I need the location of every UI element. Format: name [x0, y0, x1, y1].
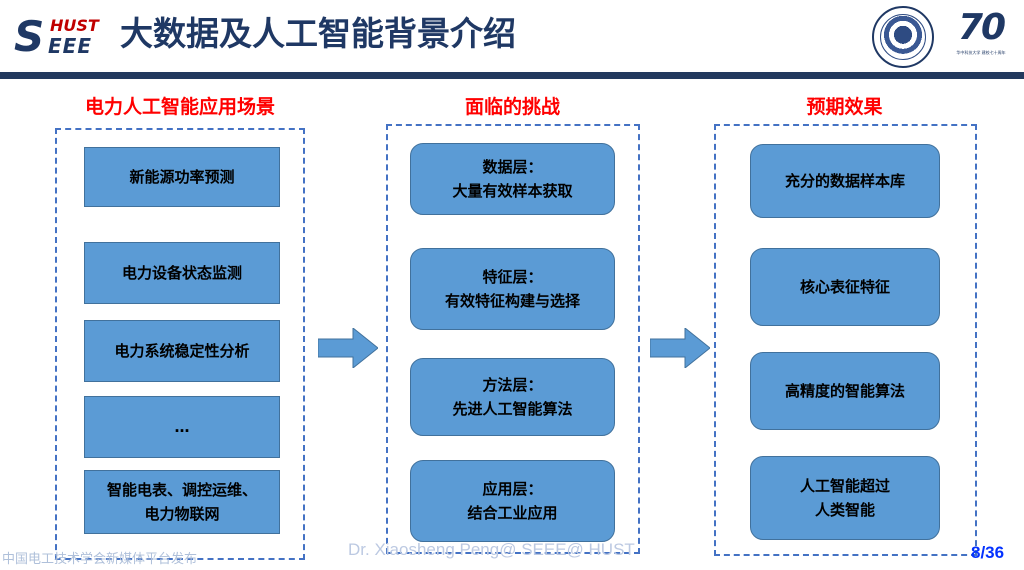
page-number: 8/36 [971, 543, 1005, 562]
box-line: 人类智能 [814, 501, 875, 519]
page-title: 大数据及人工智能背景介绍 [120, 14, 516, 53]
column-heading-scenarios: 电力人工智能应用场景 [84, 96, 275, 118]
box-line: 大量有效样本获取 [452, 182, 573, 200]
dashed-frame-challenges [386, 124, 640, 554]
logo-letter-s: S [14, 12, 44, 61]
box-line: 电力系统稳定性分析 [114, 342, 250, 360]
anniversary-number: 70 [957, 7, 1006, 48]
challenge-box[interactable]: 方法层： 先进人工智能算法 [410, 358, 615, 436]
watermark-text: 中国电工技术学会新媒体平台发布 [2, 552, 198, 567]
dashed-frame-scenarios [55, 128, 305, 560]
effect-box[interactable]: 充分的数据样本库 [750, 144, 940, 218]
challenge-box[interactable]: 应用层： 结合工业应用 [410, 460, 615, 542]
anniversary-caption: 华中科技大学 建校七十周年 [956, 50, 1006, 55]
box-line: 先进人工智能算法 [452, 400, 573, 418]
challenge-box[interactable]: 特征层： 有效特征构建与选择 [410, 248, 615, 330]
logo-eee-text: EEE [48, 34, 92, 58]
effect-box[interactable]: 人工智能超过 人类智能 [750, 456, 940, 540]
arrow-right-icon [317, 326, 379, 370]
box-line: 充分的数据样本库 [784, 172, 905, 190]
box-line: 电力设备状态监测 [121, 264, 242, 282]
presenter-credit: Dr. Xiaosheng Peng@ SEEE@ HUST [348, 540, 635, 559]
logo-hust-text: HUST [50, 16, 99, 35]
header-divider-rule [0, 72, 1024, 79]
anniversary-70-logo: 70 华中科技大学 建校七十周年 [946, 8, 1016, 66]
box-line: 新能源功率预测 [129, 168, 235, 186]
box-line: 核心表征特征 [799, 278, 890, 296]
hust-seal-logo [872, 6, 934, 68]
box-line: 结合工业应用 [467, 504, 558, 522]
column-heading-challenges: 面临的挑战 [464, 96, 560, 118]
seee-hust-logo: S HUST EEE [14, 14, 114, 58]
hust-seal-emblem-icon [880, 14, 926, 60]
arrow-right-icon [649, 326, 711, 370]
box-line: 数据层： [482, 158, 543, 176]
box-line: … [174, 418, 190, 436]
column-heading-effects: 预期效果 [806, 96, 883, 118]
box-line: 特征层： [482, 268, 543, 286]
box-line: 电力物联网 [144, 505, 220, 523]
box-line: 智能电表、调控运维、 [106, 481, 257, 499]
scenario-box[interactable]: 新能源功率预测 [84, 147, 280, 207]
scenario-box[interactable]: 智能电表、调控运维、 电力物联网 [84, 470, 280, 534]
slide-header: S HUST EEE 大数据及人工智能背景介绍 70 华中科技大学 建校七十周年 [0, 0, 1024, 72]
challenge-box[interactable]: 数据层： 大量有效样本获取 [410, 143, 615, 215]
box-line: 有效特征构建与选择 [444, 292, 580, 310]
box-line: 人工智能超过 [799, 477, 890, 495]
scenario-box[interactable]: 电力设备状态监测 [84, 242, 280, 304]
box-line: 高精度的智能算法 [784, 382, 905, 400]
effect-box[interactable]: 高精度的智能算法 [750, 352, 940, 430]
box-line: 方法层： [482, 376, 543, 394]
effect-box[interactable]: 核心表征特征 [750, 248, 940, 326]
dashed-frame-effects [714, 124, 977, 556]
box-line: 应用层： [482, 480, 543, 498]
scenario-box[interactable]: 电力系统稳定性分析 [84, 320, 280, 382]
scenario-box-ellipsis[interactable]: … [84, 396, 280, 458]
